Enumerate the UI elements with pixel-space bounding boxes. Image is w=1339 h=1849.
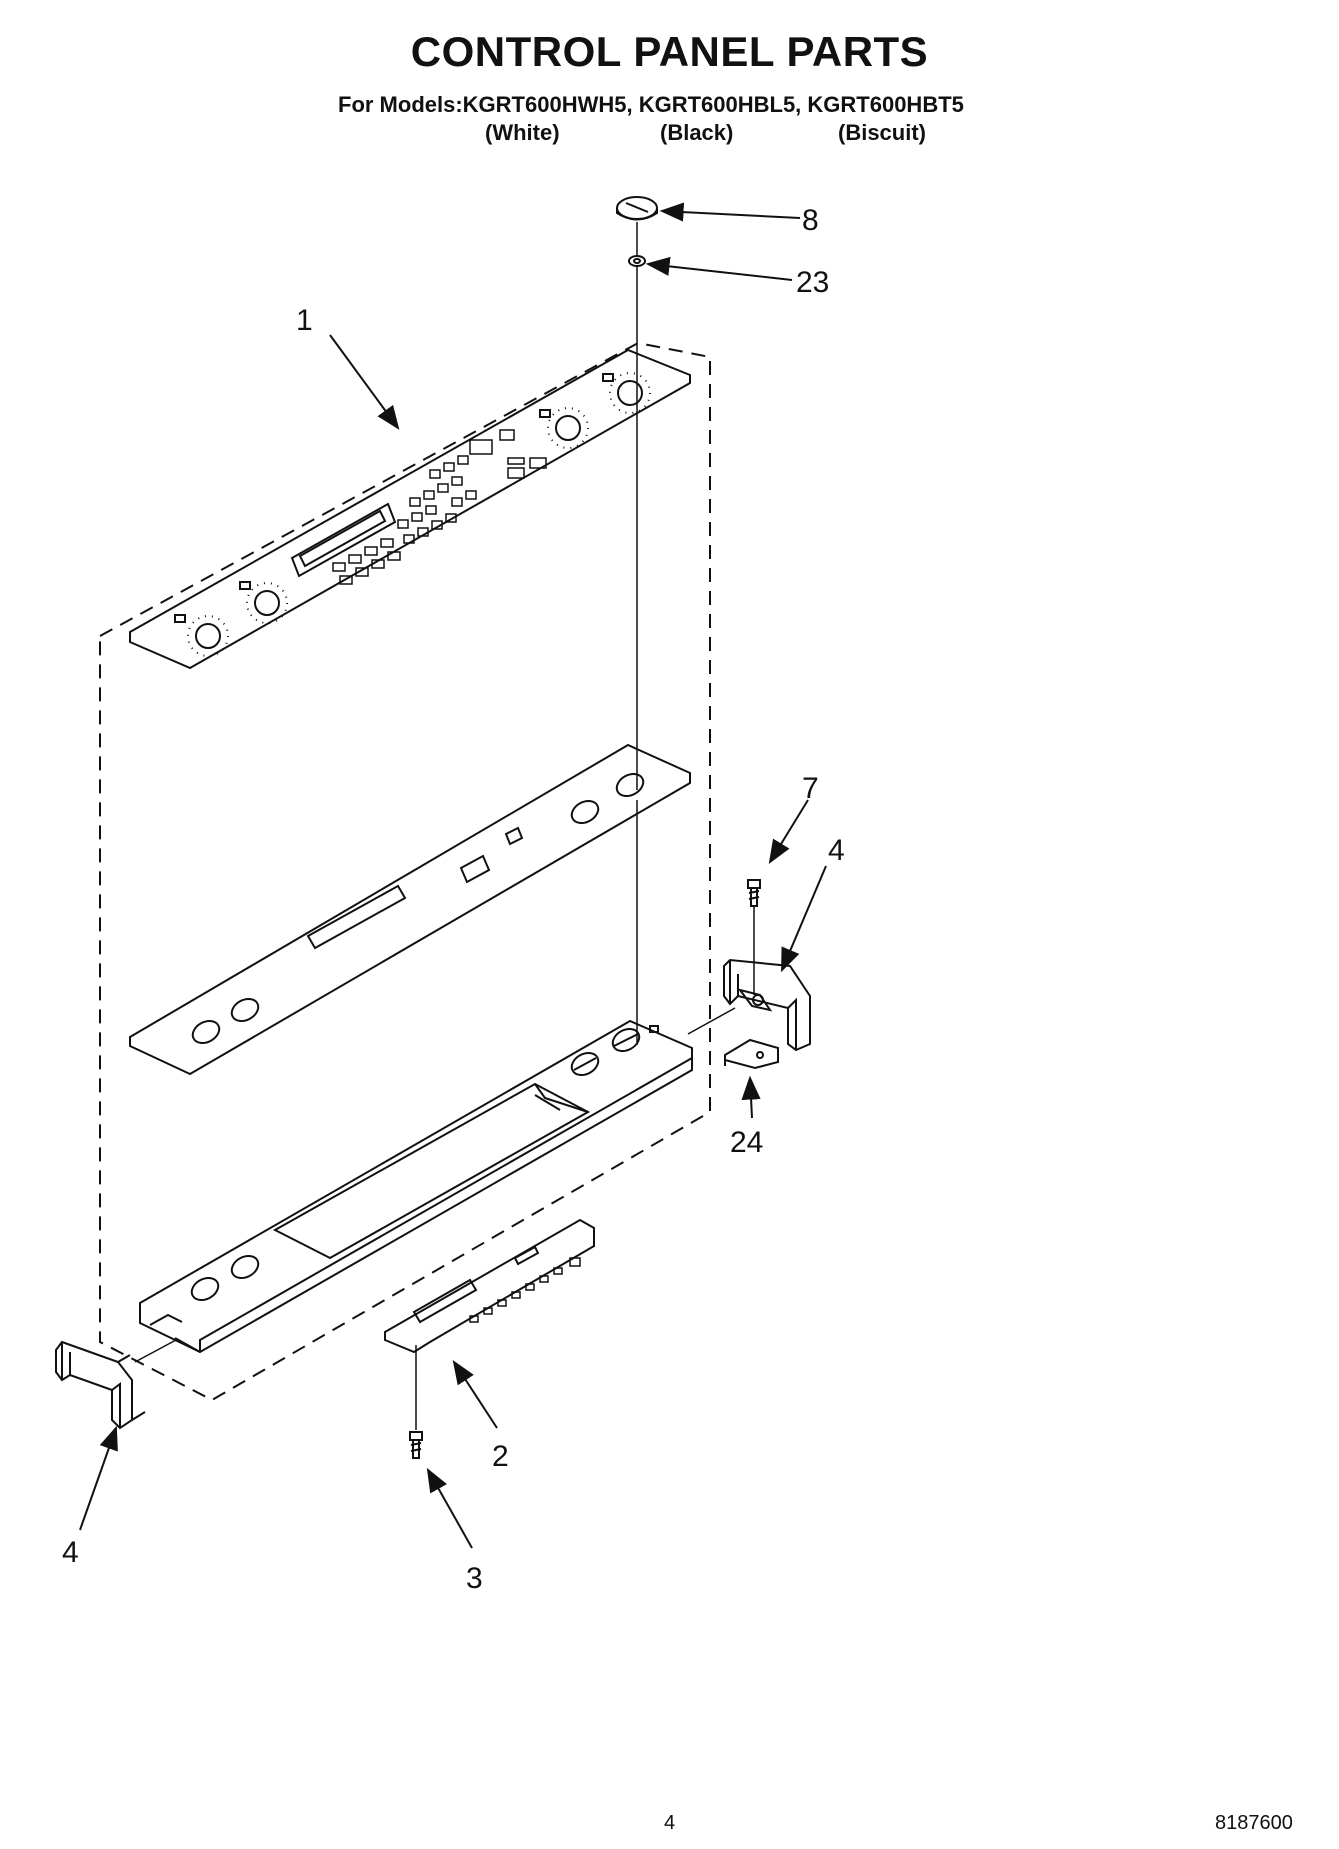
page-number: 4: [664, 1812, 676, 1834]
callout-part-4-right: 4: [828, 834, 845, 867]
panel-spacer: [129, 743, 691, 1076]
alignment-lines: [134, 222, 755, 1430]
control-panel-overlay: [129, 348, 691, 670]
assembly-outline-dashed: [99, 341, 711, 1402]
end-cap-right: [723, 958, 811, 1052]
callout-part-23: 23: [796, 266, 829, 299]
callout-part-7: 7: [802, 772, 819, 805]
leader-arrows: [79, 202, 827, 1549]
screw-3: [409, 1431, 423, 1459]
variant-biscuit: (Biscuit): [838, 120, 926, 145]
callout-part-8: 8: [802, 204, 819, 237]
control-board: [384, 1218, 595, 1354]
console-housing: [139, 1019, 693, 1354]
screw-7: [747, 879, 761, 907]
callout-part-3: 3: [466, 1562, 483, 1595]
callout-part-24: 24: [730, 1126, 763, 1159]
variant-white: (White): [485, 120, 560, 145]
bracket-24: [724, 1038, 779, 1070]
clip-23: [628, 255, 646, 267]
callout-part-4-left: 4: [62, 1536, 79, 1569]
models-line: For Models:KGRT600HWH5, KGRT600HBL5, KGR…: [338, 92, 964, 117]
end-cap-left: [55, 1340, 146, 1430]
variant-black: (Black): [660, 120, 734, 145]
document-number: 8187600: [1215, 1812, 1293, 1834]
callout-part-1: 1: [296, 304, 313, 337]
knob-8: [616, 196, 658, 221]
page-title: CONTROL PANEL PARTS: [410, 28, 929, 75]
callout-part-2: 2: [492, 1440, 509, 1473]
